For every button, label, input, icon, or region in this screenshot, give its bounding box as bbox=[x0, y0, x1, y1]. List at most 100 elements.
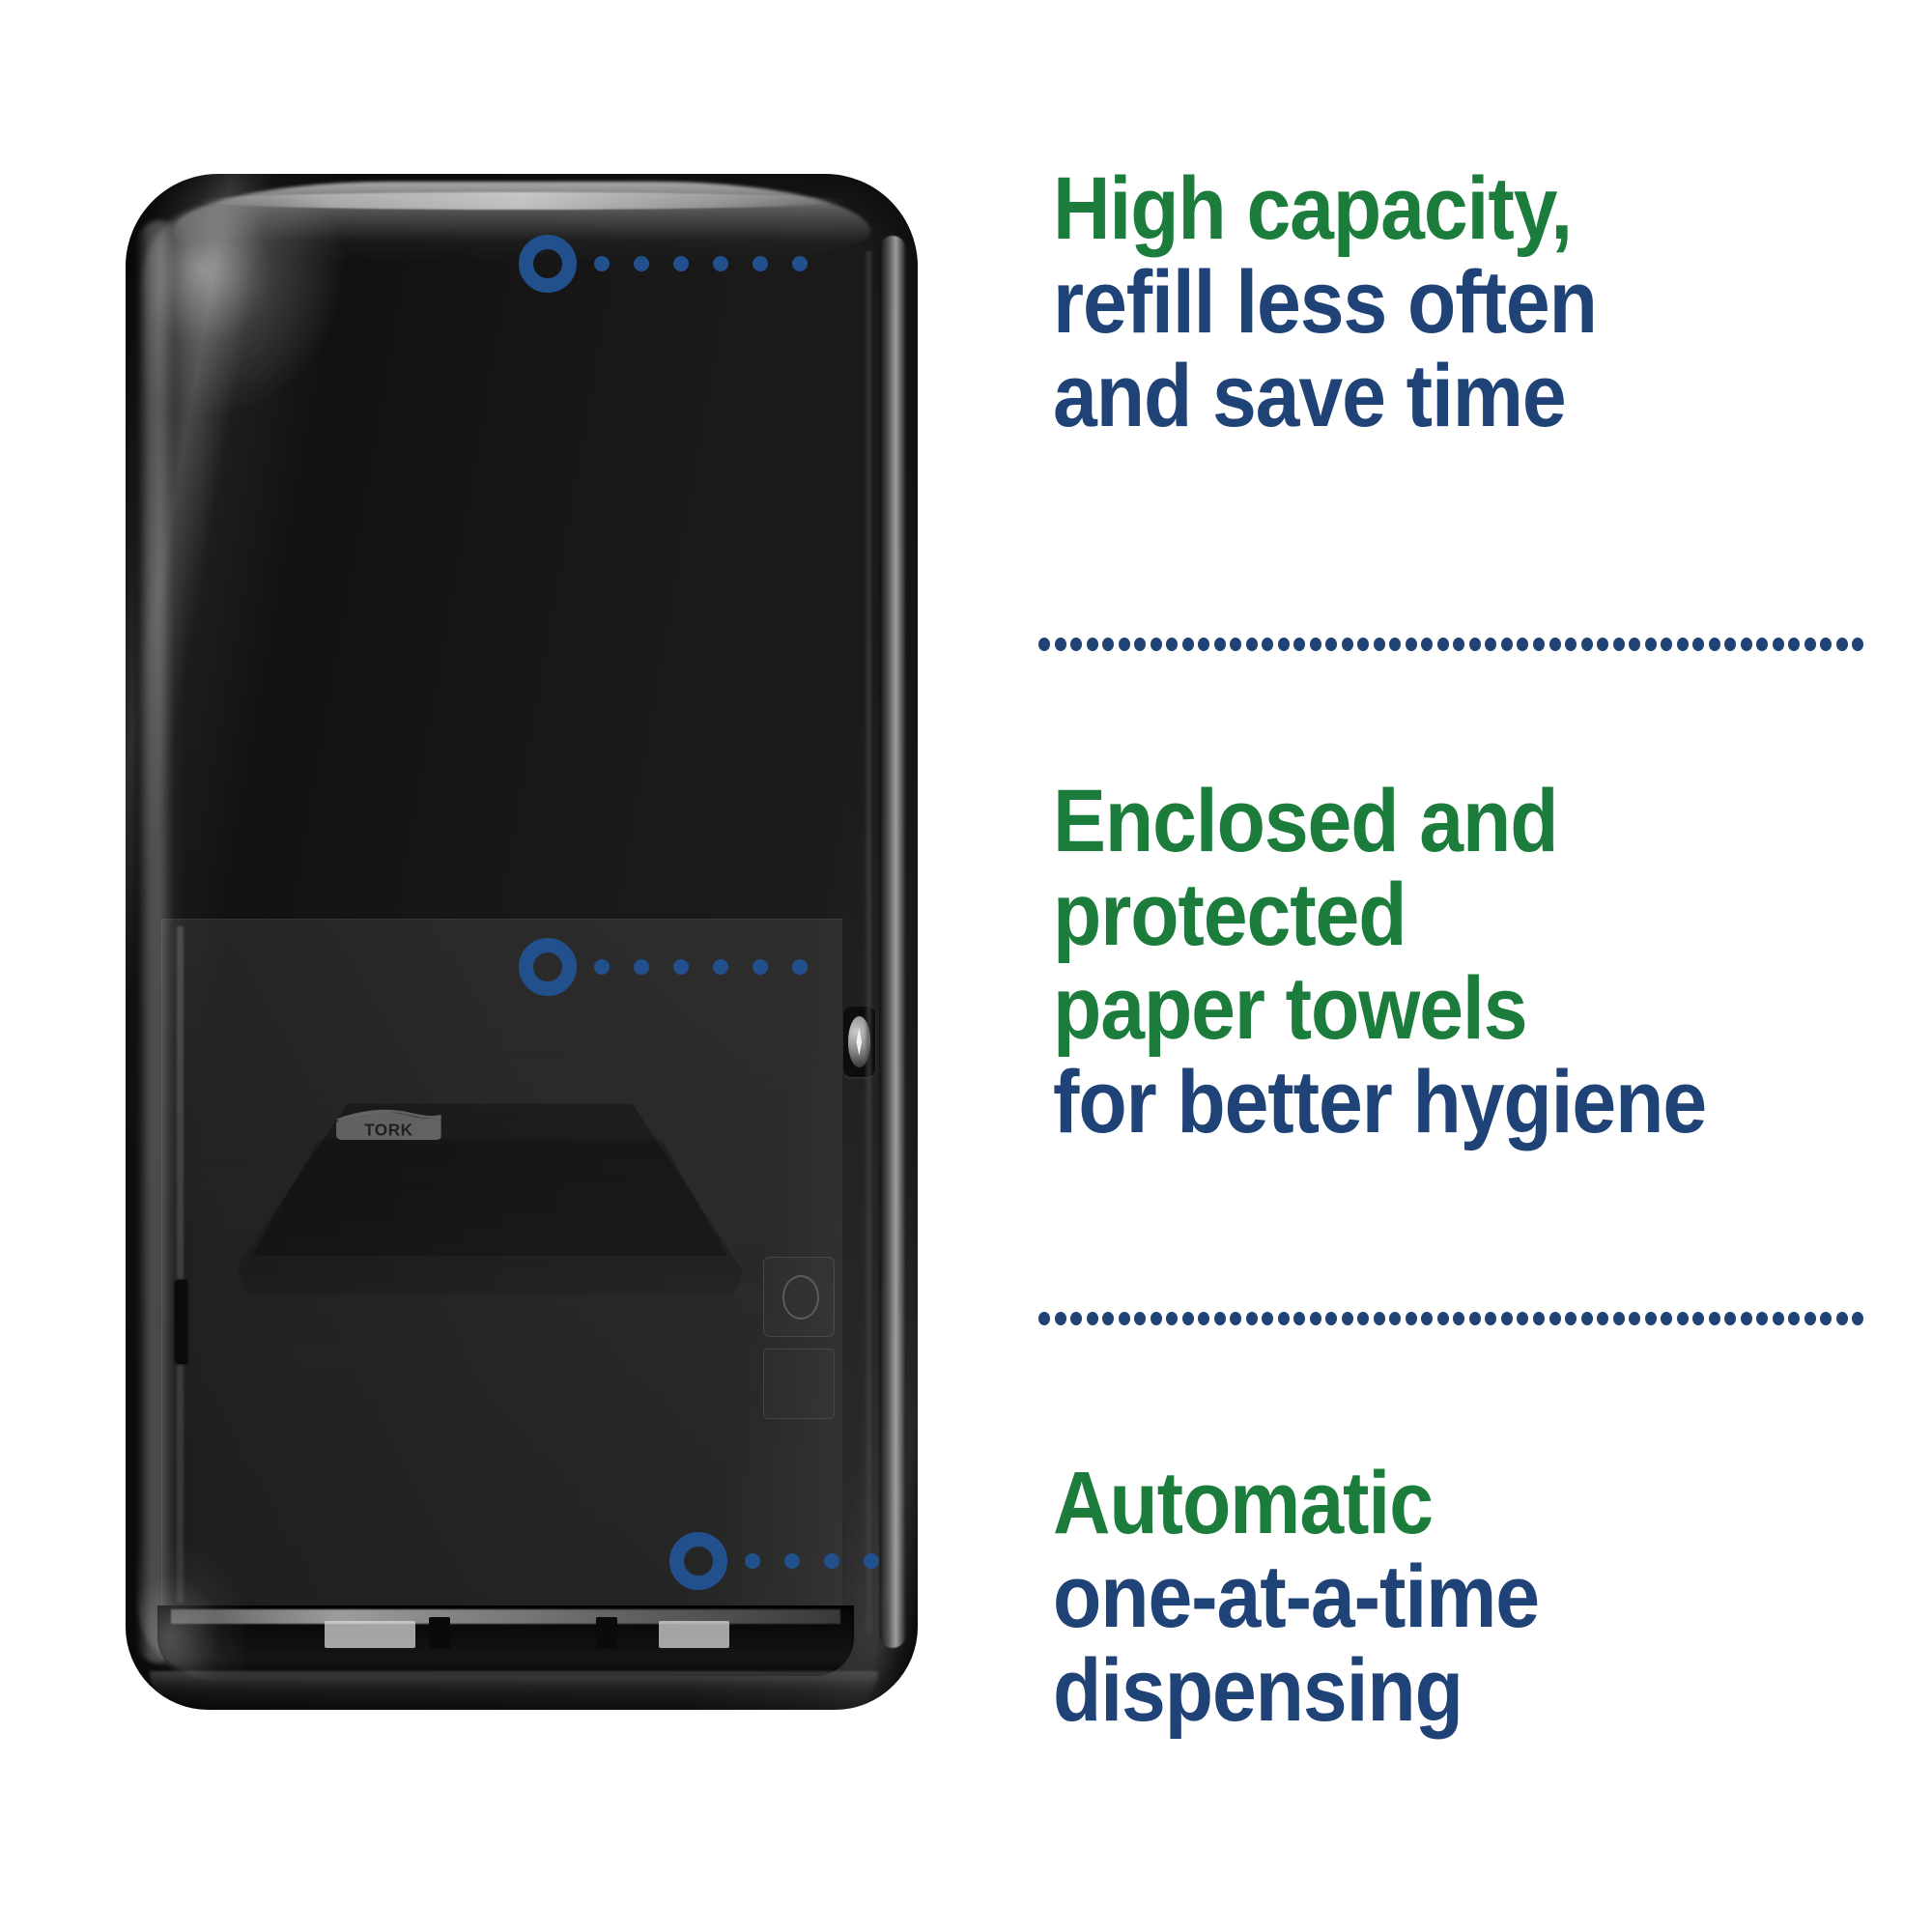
divider-dot bbox=[1804, 1312, 1816, 1325]
callout-2-line-3: paper towels bbox=[1053, 959, 1528, 1059]
interior-seam-left bbox=[177, 926, 184, 1603]
gloss-highlight-bottom bbox=[149, 1671, 878, 1706]
callout-text-3: Automatic one-at-a-time dispensing bbox=[1053, 1454, 1932, 1741]
callout-text-1: High capacity, refill less often and sav… bbox=[1053, 161, 1932, 446]
callout-2-line-2: protected bbox=[1053, 866, 1407, 965]
divider-dot bbox=[1724, 1312, 1737, 1325]
divider-dot bbox=[1277, 638, 1290, 651]
divider-dot bbox=[1230, 1312, 1242, 1325]
callout-3-line-3: dispensing bbox=[1053, 1641, 1463, 1741]
divider-dot bbox=[1708, 638, 1720, 651]
interior-notch bbox=[174, 1279, 187, 1365]
divider-dot bbox=[1309, 638, 1321, 651]
divider-dot bbox=[1548, 1312, 1561, 1325]
callout-marker-3[interactable] bbox=[669, 1532, 727, 1590]
refill-label-sticker bbox=[763, 1256, 835, 1337]
divider-dot bbox=[1421, 1312, 1434, 1325]
callout-1-line-3: and save time bbox=[1053, 347, 1567, 446]
divider-dot bbox=[1756, 638, 1769, 651]
divider-dot bbox=[1804, 638, 1816, 651]
divider-dot bbox=[1708, 1312, 1720, 1325]
tork-logo: TORK bbox=[335, 1098, 442, 1153]
leader-dot bbox=[673, 256, 689, 271]
divider-dot bbox=[1820, 1312, 1833, 1325]
divider-dot bbox=[1309, 1312, 1321, 1325]
divider-dot bbox=[1532, 638, 1545, 651]
divider-dot bbox=[1134, 638, 1147, 651]
leader-dot bbox=[753, 959, 768, 975]
divider-dot bbox=[1325, 1312, 1338, 1325]
svg-text:TORK: TORK bbox=[364, 1121, 413, 1140]
slot-tab-right bbox=[659, 1620, 729, 1648]
divider-dot bbox=[1181, 638, 1194, 651]
divider-dot bbox=[1756, 1312, 1769, 1325]
door-edge-right bbox=[878, 235, 906, 1649]
divider-dot bbox=[1676, 638, 1689, 651]
divider-dot bbox=[1213, 638, 1226, 651]
dispensing-slot bbox=[156, 1605, 855, 1677]
divider-dot bbox=[1166, 638, 1179, 651]
divider-dot bbox=[1852, 638, 1864, 651]
section-divider-1 bbox=[1038, 638, 1864, 651]
callout-2-line-1: Enclosed and bbox=[1053, 772, 1559, 870]
divider-dot bbox=[1788, 1312, 1801, 1325]
leader-dot bbox=[594, 256, 610, 271]
divider-dot bbox=[1772, 638, 1784, 651]
leader-dot bbox=[824, 1553, 839, 1569]
divider-dot bbox=[1070, 1312, 1083, 1325]
divider-dot bbox=[1118, 1312, 1130, 1325]
divider-dot bbox=[1277, 1312, 1290, 1325]
divider-dot bbox=[1405, 638, 1417, 651]
leader-dot bbox=[745, 1553, 760, 1569]
divider-dot bbox=[1086, 638, 1098, 651]
divider-dot bbox=[1293, 1312, 1306, 1325]
divider-dot bbox=[1421, 638, 1434, 651]
callout-marker-2[interactable] bbox=[519, 938, 577, 996]
divider-dot bbox=[1325, 638, 1338, 651]
divider-dot bbox=[1453, 1312, 1465, 1325]
divider-dot bbox=[1772, 1312, 1784, 1325]
divider-dot bbox=[1500, 1312, 1513, 1325]
product-image: TORK bbox=[106, 169, 937, 1744]
tork-dispenser: TORK bbox=[126, 174, 918, 1710]
callout-leader-3 bbox=[745, 1553, 879, 1569]
slot-rim-highlight bbox=[171, 1609, 840, 1624]
divider-dot bbox=[1245, 638, 1258, 651]
callout-leader-1 bbox=[594, 256, 808, 271]
divider-dot bbox=[1629, 1312, 1641, 1325]
divider-dot bbox=[1468, 1312, 1481, 1325]
divider-dot bbox=[1134, 1312, 1147, 1325]
callout-3-line-1: Automatic bbox=[1053, 1454, 1434, 1552]
divider-dot bbox=[1644, 1312, 1657, 1325]
divider-dot bbox=[1820, 638, 1833, 651]
divider-dot bbox=[1661, 1312, 1673, 1325]
divider-dot bbox=[1835, 1312, 1848, 1325]
divider-dot bbox=[1612, 1312, 1625, 1325]
callout-marker-1[interactable] bbox=[519, 235, 577, 293]
callout-2-line-4: for better hygiene bbox=[1053, 1053, 1707, 1152]
divider-dot bbox=[1405, 1312, 1417, 1325]
divider-dot bbox=[1517, 1312, 1529, 1325]
divider-dot bbox=[1054, 1312, 1066, 1325]
divider-dot bbox=[1150, 638, 1162, 651]
divider-dot bbox=[1644, 638, 1657, 651]
divider-dot bbox=[1389, 1312, 1402, 1325]
divider-dot bbox=[1500, 638, 1513, 651]
divider-dot bbox=[1213, 1312, 1226, 1325]
gloss-highlight-left bbox=[134, 219, 187, 1664]
leader-dot bbox=[792, 256, 808, 271]
divider-dot bbox=[1517, 638, 1529, 651]
divider-dot bbox=[1086, 1312, 1098, 1325]
leader-dot bbox=[634, 256, 649, 271]
slot-tab-left bbox=[324, 1620, 415, 1648]
divider-dot bbox=[1102, 638, 1115, 651]
divider-dot bbox=[1597, 638, 1609, 651]
divider-dot bbox=[1692, 638, 1705, 651]
divider-dot bbox=[1565, 1312, 1577, 1325]
divider-dot bbox=[1198, 1312, 1210, 1325]
divider-dot bbox=[1230, 638, 1242, 651]
divider-dot bbox=[1054, 638, 1066, 651]
dispenser-shell: TORK bbox=[126, 174, 918, 1710]
divider-dot bbox=[1485, 1312, 1497, 1325]
